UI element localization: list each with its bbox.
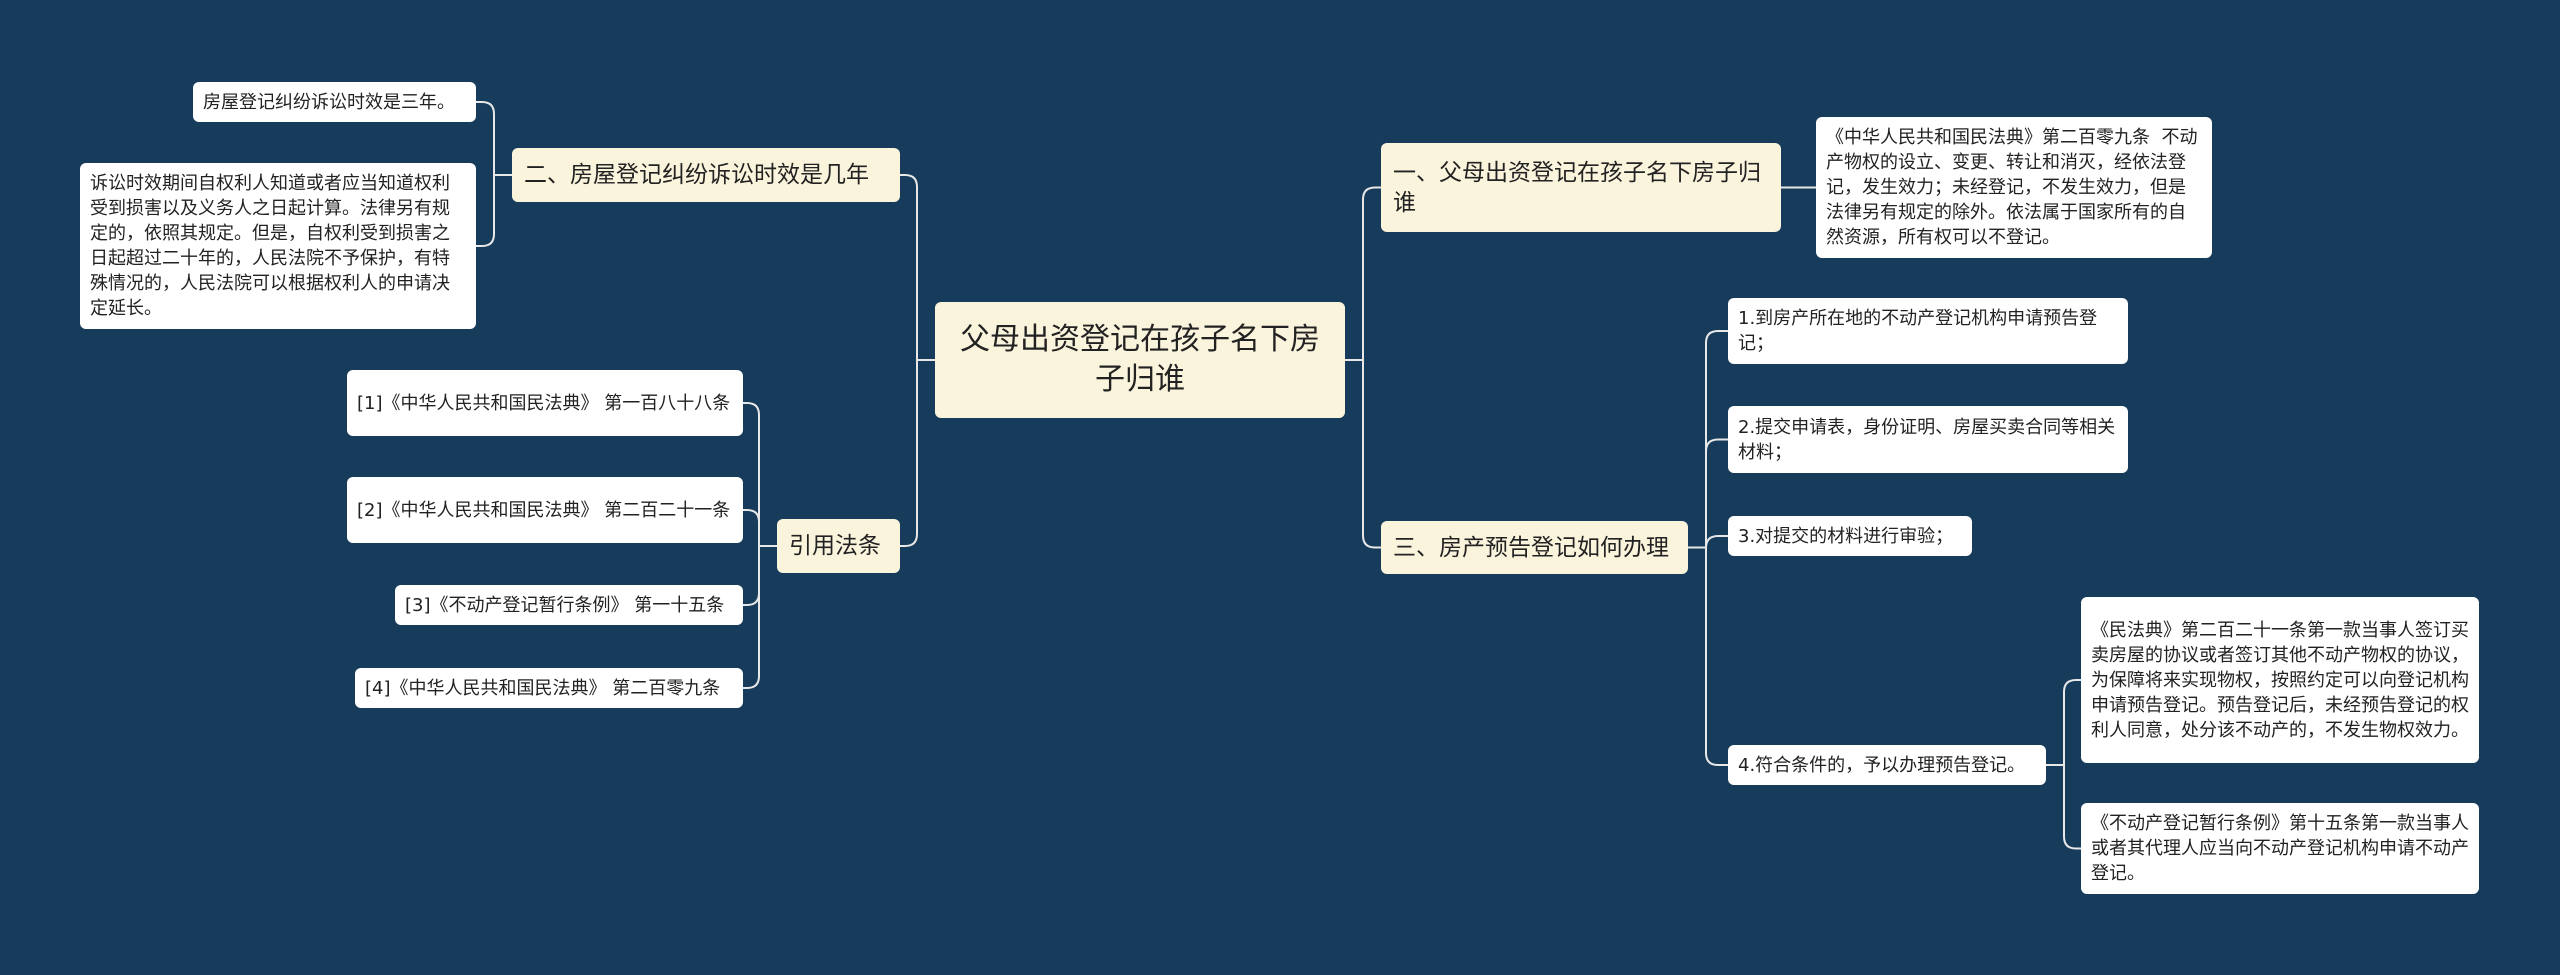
connector-b3-step4: [1688, 546, 1728, 766]
leaf-three-years[interactable]: 房屋登记纠纷诉讼时效是三年。: [193, 82, 476, 122]
connector-root-b4: [900, 359, 935, 547]
connector-root-b1: [1345, 186, 1381, 361]
connector-step4-civil-code: [2046, 679, 2081, 766]
leaf-step-4[interactable]: 4.符合条件的，予以办理预告登记。: [1728, 745, 2046, 785]
branch-ownership[interactable]: 一、父母出资登记在孩子名下房子归谁: [1381, 143, 1781, 232]
branch-limitation-period[interactable]: 二、房屋登记纠纷诉讼时效是几年: [512, 148, 900, 202]
branch-cited-laws[interactable]: 引用法条: [777, 519, 900, 573]
leaf-step-2[interactable]: 2.提交申请表，身份证明、房屋买卖合同等相关材料；: [1728, 406, 2128, 473]
leaf-citation-4[interactable]: [4]《中华人民共和国民法典》 第二百零九条: [355, 668, 743, 708]
root-topic[interactable]: 父母出资登记在孩子名下房子归谁: [935, 302, 1345, 418]
leaf-citation-1[interactable]: [1]《中华人民共和国民法典》 第一百八十八条: [347, 370, 743, 436]
connector-b4-cite2: [743, 509, 777, 547]
connector-root-b2: [900, 174, 935, 361]
connector-b3-step1: [1688, 330, 1728, 549]
branch-pre-registration[interactable]: 三、房产预告登记如何办理: [1381, 521, 1688, 574]
connector-step4-regulation: [2046, 764, 2081, 850]
leaf-civil-code-221[interactable]: 《民法典》第二百二十一条第一款当事人签订买卖房屋的协议或者签订其他不动产物权的协…: [2081, 597, 2479, 763]
leaf-civil-code-209[interactable]: 《中华人民共和国民法典》第二百零九条 不动产物权的设立、变更、转让和消灭，经依法…: [1816, 117, 2212, 258]
leaf-citation-2[interactable]: [2]《中华人民共和国民法典》 第二百二十一条: [347, 477, 743, 543]
connector-b3-step2: [1688, 438, 1728, 549]
connector-b4-cite1: [743, 402, 777, 547]
connector-b2-leaf2: [476, 174, 512, 247]
leaf-period-explanation[interactable]: 诉讼时效期间自权利人知道或者应当知道权利受到损害以及义务人之日起计算。法律另有规…: [80, 163, 476, 329]
leaf-regulation-15[interactable]: 《不动产登记暂行条例》第十五条第一款当事人或者其代理人应当向不动产登记机构申请不…: [2081, 803, 2479, 894]
connector-b2-leaf1: [476, 101, 512, 176]
leaf-step-3[interactable]: 3.对提交的材料进行审验；: [1728, 516, 1972, 556]
connector-b4-cite4: [743, 545, 777, 689]
connector-root-b3: [1345, 359, 1381, 549]
connector-b3-step3: [1688, 535, 1728, 549]
leaf-citation-3[interactable]: [3]《不动产登记暂行条例》 第一十五条: [395, 585, 743, 625]
leaf-step-1[interactable]: 1.到房产所在地的不动产登记机构申请预告登记；: [1728, 298, 2128, 364]
